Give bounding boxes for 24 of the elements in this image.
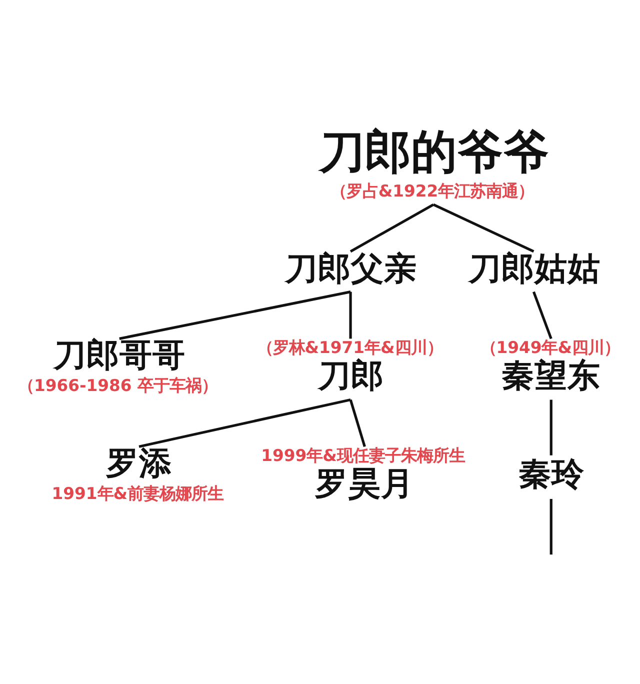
connector (432, 202, 534, 252)
node-text: 秦玲 (518, 454, 584, 492)
connector (550, 399, 552, 455)
node-text: 刀郎 (318, 356, 384, 394)
node-label: （1949年&四川） (480, 337, 620, 356)
node-text: 刀郎的爷爷 (318, 125, 549, 178)
node-text: 罗添 (106, 443, 172, 482)
node-label: 1999年&现任妻子朱梅所生 (261, 445, 465, 464)
node-label: （罗林&1971年&四川） (256, 337, 443, 356)
node-text: 罗昊月 (315, 464, 414, 502)
node-text: 刀郎姑姑 (468, 248, 600, 287)
connector (350, 202, 434, 252)
connector (138, 398, 351, 448)
connector (119, 290, 351, 340)
node-text: 刀郎哥哥 (53, 335, 186, 374)
connector (349, 398, 366, 446)
connector (349, 291, 352, 338)
node-text: 刀郎父亲 (285, 248, 418, 287)
node-label: （罗占&1922年江苏南通） (330, 180, 534, 200)
connector (550, 498, 552, 554)
connector (532, 290, 552, 339)
node-label: 1991年&前妻杨娜所生 (52, 483, 224, 502)
node-label: （1966-1986 卒于车祸） (18, 376, 218, 395)
node-text: 秦望东 (502, 356, 601, 394)
